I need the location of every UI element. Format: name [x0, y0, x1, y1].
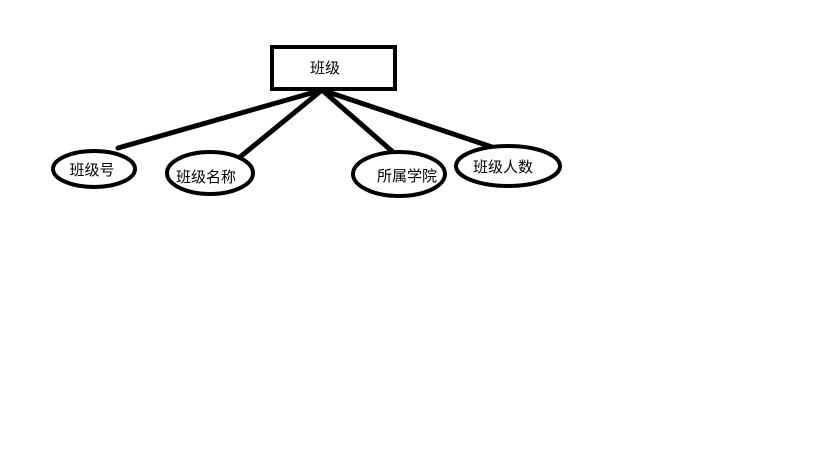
entity-rect — [270, 45, 397, 91]
attribute-ellipse-college: 所属学院 — [351, 150, 447, 198]
attribute-ellipse-class-id: 班级号 — [51, 149, 137, 189]
attribute-label: 所属学院 — [377, 167, 437, 185]
connector-line-college — [319, 87, 396, 155]
attribute-label: 班级号 — [69, 161, 114, 179]
attribute-label: 班级人数 — [473, 158, 533, 176]
attribute-ellipse-class-size: 班级人数 — [454, 144, 562, 188]
attribute-shape — [351, 150, 447, 198]
entity-label: 班级 — [310, 59, 340, 77]
connector-line-class-id — [115, 87, 325, 151]
connector-line-class-size — [319, 87, 495, 150]
attribute-ellipse-class-name: 班级名称 — [165, 150, 255, 196]
connector-line-class-name — [237, 87, 325, 160]
attribute-label: 班级名称 — [176, 168, 236, 186]
entity-box: 班级 — [270, 45, 397, 91]
attribute-shape — [51, 149, 137, 189]
attribute-shape — [165, 150, 255, 196]
attribute-shape — [454, 144, 562, 188]
